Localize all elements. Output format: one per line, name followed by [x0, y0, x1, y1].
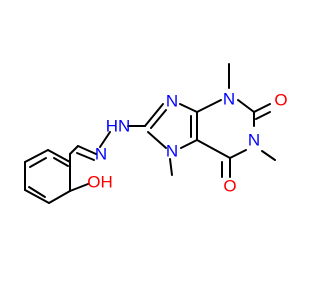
atom-o-c2: O — [274, 91, 287, 110]
atom-n-azine: N — [95, 145, 107, 164]
atom-n1: N — [248, 131, 260, 150]
atom-nh-hydrazone: HN — [106, 117, 131, 136]
atom-o-c6: O — [223, 177, 236, 196]
atom-n3: N — [223, 90, 235, 109]
atom-n7: N — [166, 142, 178, 161]
molecule-structure: N HN N N N N O O OH — [24, 63, 288, 204]
atom-n9: N — [166, 92, 178, 111]
atom-oh: OH — [87, 173, 113, 192]
bond-skeleton — [24, 63, 276, 204]
